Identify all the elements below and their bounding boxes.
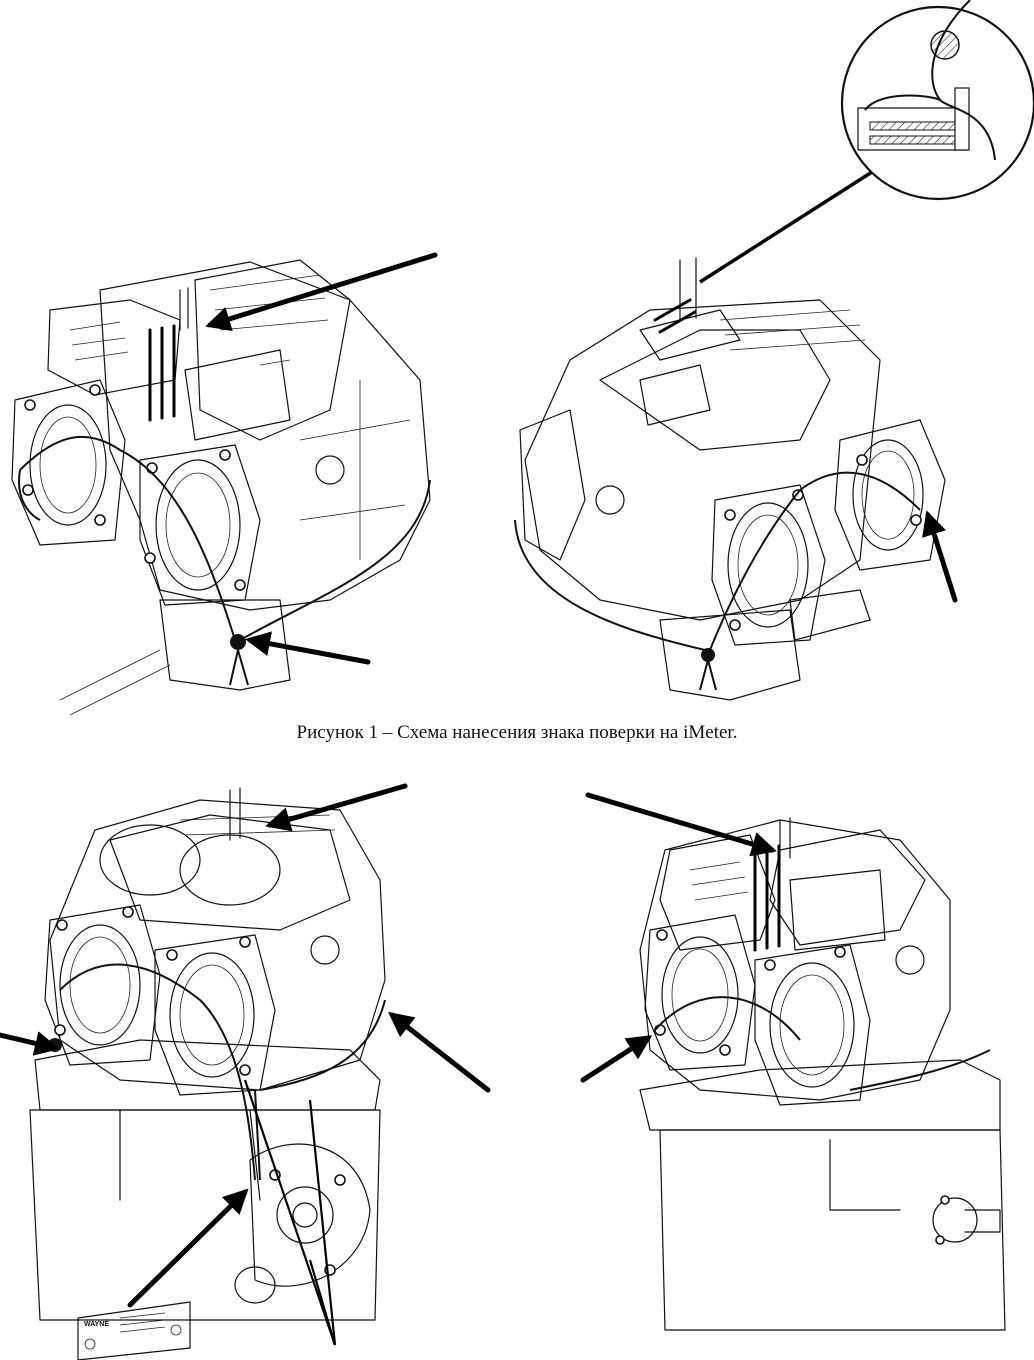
figure-caption: Рисунок 1 – Схема нанесения знака поверк… bbox=[296, 722, 738, 743]
nameplate-brand: WAYNE bbox=[84, 1321, 109, 1328]
meter-top-left bbox=[11, 252, 438, 716]
meter-bottom-right bbox=[580, 792, 1006, 1331]
meter-bottom-left bbox=[0, 783, 491, 1346]
meter-top-right bbox=[514, 257, 958, 701]
seal-detail-magnifier bbox=[699, 0, 1034, 284]
nameplate: WAYNE bbox=[77, 1301, 191, 1360]
